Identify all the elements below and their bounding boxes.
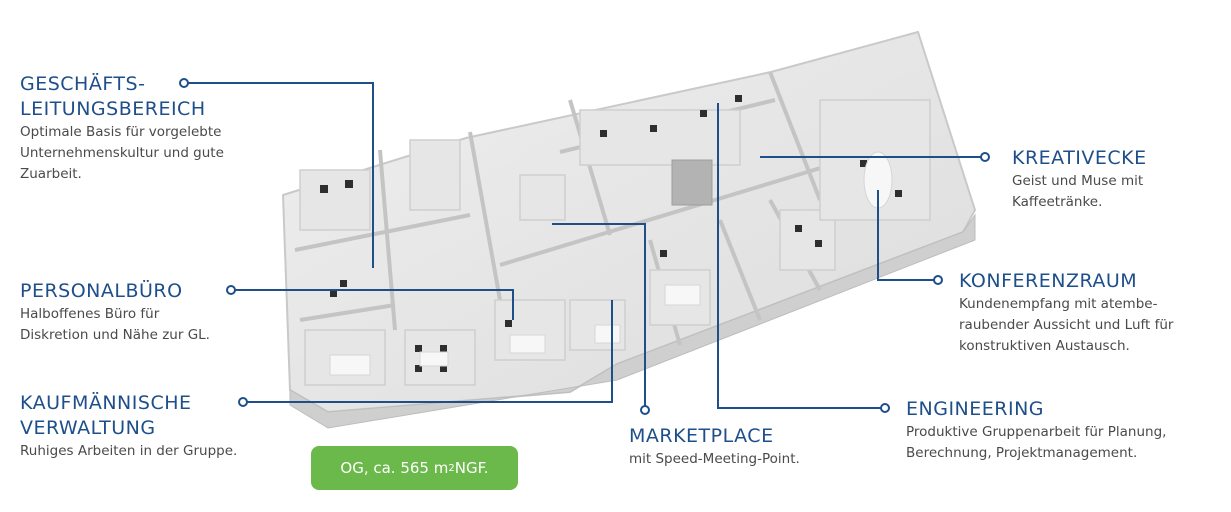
label-desc: mit Speed-Meeting-Point.	[629, 451, 800, 467]
label-title: GESCHÄFTS-	[20, 73, 146, 95]
label-title: KREATIVECKE	[1012, 147, 1147, 169]
label-desc: Diskretion und Nähe zur GL.	[20, 327, 210, 343]
label-desc: Zuarbeit.	[20, 166, 82, 182]
label-desc: konstruktiven Austausch.	[959, 338, 1130, 354]
label-kreativecke: KREATIVECKE Geist und Muse mit Kaffeeträ…	[1012, 146, 1147, 213]
label-desc: raubender Aussicht und Luft für	[959, 317, 1174, 333]
label-title: PERSONALBÜRO	[20, 280, 183, 302]
leader-line-market	[552, 223, 646, 410]
marker-market	[640, 405, 650, 415]
leader-line-kaufm	[243, 300, 613, 403]
area-badge-prefix: OG, ca. 565 m	[340, 459, 449, 477]
label-desc: Optimale Basis für vorgelebte	[20, 124, 222, 140]
floor-plan-illustration	[281, 30, 977, 429]
label-desc: Unternehmenskultur und gute	[20, 145, 224, 161]
label-personalbuero: PERSONALBÜRO Halboffenes Büro für Diskre…	[20, 279, 210, 346]
marker-kreativ	[980, 152, 990, 162]
leader-line-personal	[231, 289, 514, 320]
label-title: VERWALTUNG	[20, 417, 156, 439]
label-desc: Geist und Muse mit	[1012, 173, 1144, 189]
label-title: LEITUNGSBEREICH	[20, 98, 206, 120]
label-title: ENGINEERING	[906, 398, 1045, 420]
label-desc: Kaffeetränke.	[1012, 194, 1103, 210]
label-engineering: ENGINEERING Produktive Gruppenarbeit für…	[906, 397, 1166, 464]
leader-line-engineering	[717, 103, 885, 409]
label-title: KAUFMÄNNISCHE	[20, 392, 192, 414]
label-desc: Halboffenes Büro für	[20, 306, 160, 322]
marker-konferenz	[933, 275, 943, 285]
marker-engineering	[880, 403, 890, 413]
label-konferenzraum: KONFERENZRAUM Kundenempfang mit atembe- …	[959, 269, 1173, 357]
label-title: KONFERENZRAUM	[959, 270, 1138, 292]
label-geschaeftsleitung: GESCHÄFTS- LEITUNGSBEREICH Optimale Basi…	[20, 72, 224, 185]
leader-line-konferenz	[877, 190, 938, 281]
label-desc: Berechnung, Projektmanagement.	[906, 445, 1138, 461]
label-desc: Produktive Gruppenarbeit für Planung,	[906, 424, 1167, 440]
label-kaufmaennische-verwaltung: KAUFMÄNNISCHE VERWALTUNG Ruhiges Arbeite…	[20, 391, 237, 462]
marker-kaufm	[238, 397, 248, 407]
label-title: MARKETPLACE	[629, 425, 774, 447]
area-badge-suffix: NGF.	[454, 459, 489, 477]
label-desc: Ruhiges Arbeiten in der Gruppe.	[20, 443, 238, 459]
marker-gl	[179, 78, 189, 88]
label-desc: Kundenempfang mit atembe-	[959, 296, 1158, 312]
label-marketplace: MARKETPLACE mit Speed-Meeting-Point.	[629, 424, 800, 470]
leader-line-gl	[184, 82, 374, 268]
marker-personal	[226, 285, 236, 295]
area-badge-superscript: 2	[448, 462, 455, 474]
